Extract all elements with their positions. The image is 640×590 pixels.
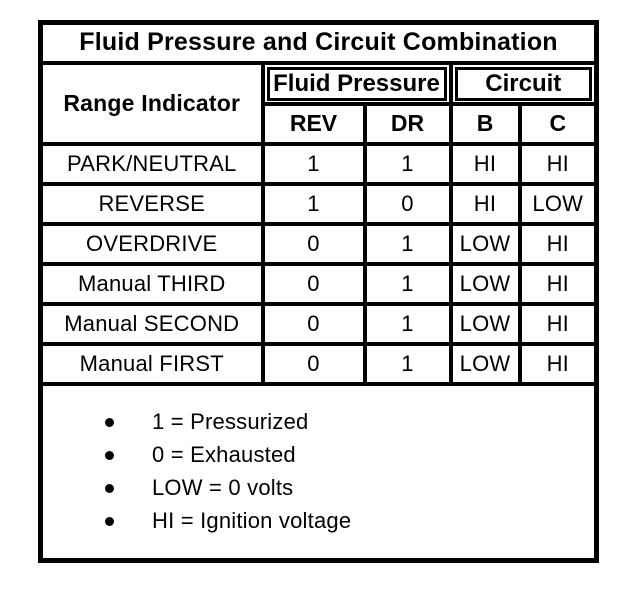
legend-text: HI = Ignition voltage [152, 508, 352, 534]
table-row: Manual THIRD 0 1 LOW HI [38, 261, 599, 306]
cell-value: 1 [362, 221, 453, 266]
column-header-b: B [448, 101, 522, 146]
fluid-pressure-table-container: Fluid Pressure and Circuit Combination R… [38, 20, 600, 563]
table-row: Manual FIRST 0 1 LOW HI [38, 341, 599, 386]
table-row: OVERDRIVE 0 1 LOW HI [38, 221, 599, 266]
cell-value: 1 [362, 141, 453, 186]
cell-value: 0 [260, 221, 367, 266]
column-header-row: REV DR B C [41, 101, 599, 146]
bullet-icon [105, 450, 114, 460]
cell-value: 1 [260, 141, 367, 186]
title-row: Fluid Pressure and Circuit Combination [38, 20, 599, 65]
cell-value: LOW [448, 261, 522, 306]
cell-value: 1 [362, 341, 453, 386]
legend-item: LOW = 0 volts [45, 472, 593, 505]
legend-item: 1 = Pressurized [45, 406, 593, 439]
table-row: REVERSE 1 0 HI LOW [38, 181, 599, 226]
row-label: PARK/NEUTRAL [38, 141, 265, 186]
cell-value: 0 [260, 261, 367, 306]
row-label: Manual SECOND [38, 301, 265, 346]
cell-value: HI [517, 301, 599, 346]
cell-value: 1 [362, 301, 453, 346]
bullet-icon [105, 417, 114, 427]
legend-item: HI = Ignition voltage [45, 505, 593, 538]
cell-value: 0 [260, 301, 367, 346]
cell-value: HI [448, 181, 522, 226]
table-title: Fluid Pressure and Circuit Combination [38, 20, 599, 65]
table-row: PARK/NEUTRAL 1 1 HI HI [38, 141, 599, 186]
cell-value: HI [517, 341, 599, 386]
column-header-dr: DR [362, 101, 453, 146]
column-group-circuit: Circuit [448, 60, 599, 106]
cell-value: LOW [517, 181, 599, 226]
range-indicator-header: Range Indicator [38, 60, 265, 146]
cell-value: LOW [448, 341, 522, 386]
legend-text: 0 = Exhausted [152, 442, 296, 468]
fluid-pressure-group-label: Fluid Pressure [266, 66, 447, 100]
table-row: Manual SECOND 0 1 LOW HI [38, 301, 599, 346]
legend-row: 1 = Pressurized 0 = Exhausted LOW = 0 vo… [38, 381, 599, 563]
legend-text: 1 = Pressurized [152, 409, 309, 435]
cell-value: 1 [362, 261, 453, 306]
legend-text: LOW = 0 volts [152, 475, 294, 501]
cell-value: 1 [260, 181, 367, 226]
row-label: REVERSE [38, 181, 265, 226]
cell-value: HI [517, 221, 599, 266]
cell-value: HI [517, 261, 599, 306]
column-header-c: C [517, 101, 599, 146]
cell-value: LOW [448, 301, 522, 346]
row-label: Manual FIRST [38, 341, 265, 386]
row-label: Manual THIRD [38, 261, 265, 306]
cell-value: HI [448, 141, 522, 186]
legend-item: 0 = Exhausted [45, 439, 593, 472]
cell-value: 0 [362, 181, 453, 226]
circuit-group-label: Circuit [454, 66, 593, 100]
row-label: OVERDRIVE [38, 221, 265, 266]
cell-value: LOW [448, 221, 522, 266]
bullet-icon [105, 483, 114, 493]
column-header-rev: REV [260, 101, 367, 146]
fluid-pressure-circuit-table: Fluid Pressure and Circuit Combination R… [38, 20, 600, 563]
bullet-icon [105, 516, 114, 526]
legend: 1 = Pressurized 0 = Exhausted LOW = 0 vo… [38, 381, 599, 563]
group-header-row: Range Indicator Fluid Pressure Circuit [38, 60, 599, 146]
cell-value: HI [517, 141, 599, 186]
cell-value: 0 [260, 341, 367, 386]
column-group-fluid-pressure: Fluid Pressure [260, 60, 453, 106]
